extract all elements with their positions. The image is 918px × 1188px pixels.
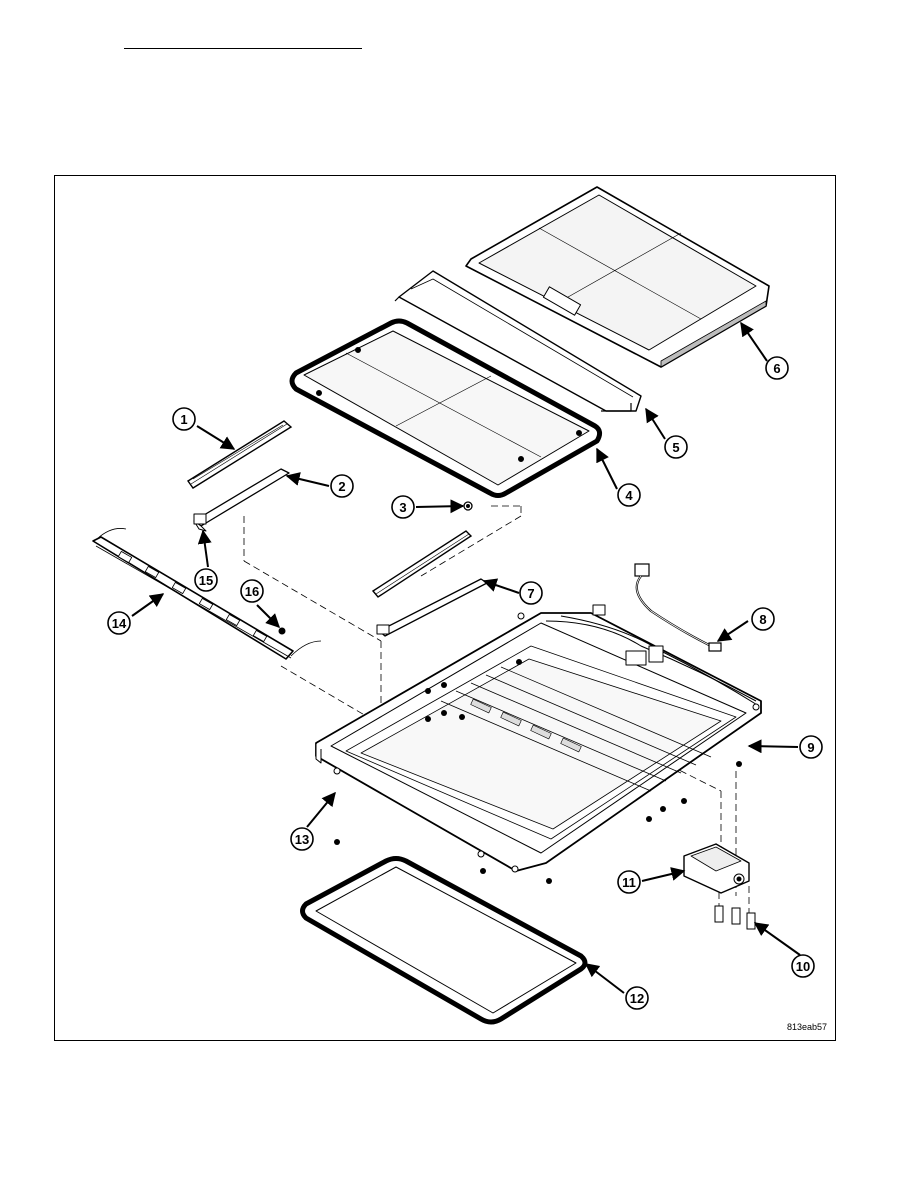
callout-14: 14	[107, 611, 131, 635]
callout-label: 12	[630, 991, 644, 1006]
callout-label: 4	[625, 488, 633, 503]
header-rule	[124, 48, 362, 49]
callout-label: 7	[527, 586, 534, 601]
callout-1: 1	[172, 407, 196, 431]
motor-screws	[714, 905, 756, 930]
callout-8: 8	[751, 607, 775, 631]
callout-label: 14	[112, 616, 127, 631]
clip-16	[278, 627, 286, 635]
callout-label: 5	[672, 440, 679, 455]
callout-label: 3	[399, 500, 406, 515]
interior-bezel	[300, 856, 588, 1025]
callout-13: 13	[290, 827, 314, 851]
callout-label: 6	[773, 361, 780, 376]
callout-label: 1	[180, 412, 187, 427]
callout-5: 5	[664, 435, 688, 459]
front-trim	[92, 528, 322, 660]
left-seal-strip	[186, 420, 293, 489]
callout-2: 2	[330, 474, 354, 498]
glass-panel	[289, 318, 603, 498]
drive-motor	[683, 843, 750, 894]
callout-10: 10	[791, 954, 815, 978]
callout-label: 16	[245, 584, 259, 599]
callout-4: 4	[617, 483, 641, 507]
screw-3	[463, 501, 473, 511]
callout-9: 9	[799, 735, 823, 759]
right-seal-strip	[371, 530, 473, 598]
callout-label: 2	[338, 479, 345, 494]
frame-fasteners	[334, 659, 742, 884]
callout-label: 11	[622, 875, 636, 890]
callout-3: 3	[391, 495, 415, 519]
callout-15: 15	[194, 568, 218, 592]
callout-6: 6	[765, 356, 789, 380]
wind-deflector	[394, 270, 642, 412]
callout-7: 7	[519, 581, 543, 605]
exploded-diagram: 1 2 3 4 5 6 7 8 9 10 11 12	[92, 186, 823, 1025]
leader-arrows	[131, 321, 801, 994]
callout-label: 15	[199, 573, 213, 588]
callout-16: 16	[240, 579, 264, 603]
exploded-view-figure: 1 2 3 4 5 6 7 8 9 10 11 12	[54, 175, 836, 1041]
callout-label: 13	[295, 832, 309, 847]
callout-11: 11	[617, 870, 641, 894]
callout-label: 8	[759, 612, 766, 627]
callout-12: 12	[625, 986, 649, 1010]
sunshade-panel	[465, 186, 770, 368]
wire-harness	[634, 563, 722, 652]
sunroof-frame	[315, 604, 762, 873]
callout-label: 9	[807, 740, 814, 755]
callout-label: 10	[796, 959, 810, 974]
figure-code: 813eab57	[786, 1022, 827, 1032]
